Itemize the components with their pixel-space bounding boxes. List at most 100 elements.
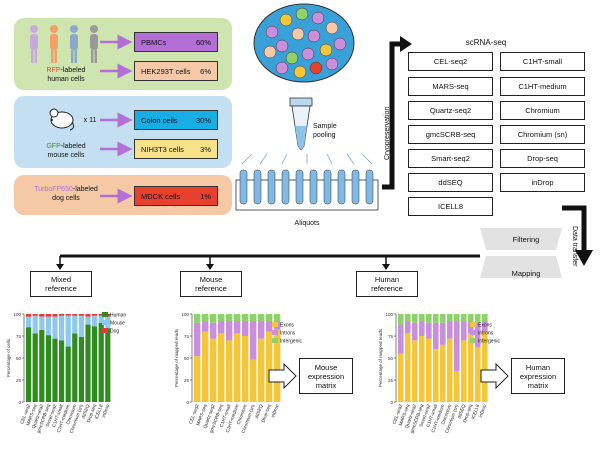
sample-arrows xyxy=(100,34,133,204)
bar-segment-exons xyxy=(210,338,217,402)
bar-segment-exons xyxy=(226,340,233,402)
legend-swatch xyxy=(102,328,108,333)
reference-branch xyxy=(56,254,480,270)
scrna-title: scRNA-seq xyxy=(465,38,507,47)
bar-segment-exons xyxy=(433,349,439,402)
legend-swatch xyxy=(470,338,476,343)
transfer-arrow xyxy=(562,205,593,266)
bar-segment-intergenic xyxy=(202,314,209,322)
bar-segment-mouse xyxy=(39,316,45,330)
legend-label: Dog xyxy=(110,329,119,335)
legend-label: Introns xyxy=(280,331,296,337)
bar-segment-exons xyxy=(447,338,453,402)
bar-segment-introns xyxy=(447,321,453,339)
colon-name: Colon cells xyxy=(141,115,178,125)
legend-label: Mouse xyxy=(110,321,125,327)
bar-segment-mouse xyxy=(52,316,58,339)
hek-pct: 6% xyxy=(200,66,211,76)
bar-segment-intergenic xyxy=(419,314,425,322)
y-tick-label: 75 xyxy=(184,334,190,339)
bar-segment-intergenic xyxy=(258,314,265,322)
bar-segment-introns xyxy=(482,321,488,332)
hek-name: HEK293T cells xyxy=(141,66,191,76)
bar-segment-intergenic xyxy=(266,314,273,322)
x-tick-label: CEL-seq2 xyxy=(188,403,200,424)
bar-segment-intergenic xyxy=(242,314,249,322)
bar-segment-exons xyxy=(482,331,488,402)
bar-segment-introns xyxy=(202,321,209,332)
bar-segment-human xyxy=(32,333,38,402)
bar-segment-dog xyxy=(98,314,104,316)
bar-segment-exons xyxy=(440,344,446,402)
bar-segment-mouse xyxy=(45,316,51,336)
bar-segment-exons xyxy=(412,340,418,402)
bar-segment-introns xyxy=(419,321,425,336)
y-axis-label: Percentage of mapped reads xyxy=(378,328,383,387)
bar-segment-human xyxy=(98,322,104,402)
mouse-count: x 11 xyxy=(83,117,97,124)
bar-segment-exons xyxy=(258,338,265,402)
legend-label: Exons xyxy=(478,323,492,329)
protocol-gmcscrb-seq: gmcSCRB-seq xyxy=(408,125,493,144)
bar-segment-intergenic xyxy=(426,314,432,323)
legend-swatch xyxy=(272,338,278,343)
x-tick-label: ICELL8 xyxy=(94,403,104,420)
bar-segment-exons xyxy=(218,333,225,402)
y-tick-label: 0 xyxy=(390,400,393,405)
hek-box: HEK293T cells 6% xyxy=(134,61,218,81)
bar-segment-dog xyxy=(78,314,84,316)
bar-segment-intergenic xyxy=(454,314,460,322)
step-filtering: Filtering xyxy=(512,235,540,244)
bar-segment-exons xyxy=(274,329,281,402)
x-tick-label: CEL-seq2 xyxy=(19,403,31,424)
bar-segment-mouse xyxy=(32,315,38,334)
legend-swatch xyxy=(272,330,278,335)
x-tick-label: Drop-seq xyxy=(86,403,97,423)
bar-segment-exons xyxy=(250,359,257,402)
bar-segment-introns xyxy=(226,321,233,341)
bar-segment-human xyxy=(78,336,84,402)
cryo-arrow xyxy=(382,36,412,190)
bar-segment-exons xyxy=(461,340,467,402)
bar-segment-human xyxy=(72,333,78,402)
bar-segment-human xyxy=(92,326,98,402)
protocol-mars-seq: MARS-seq xyxy=(408,77,493,96)
x-tick-label: ddSEQ xyxy=(81,403,91,419)
bar-segment-intergenic xyxy=(210,314,217,323)
bar-segment-intergenic xyxy=(405,314,411,322)
y-tick-label: 0 xyxy=(186,400,189,405)
y-tick-label: 100 xyxy=(181,312,189,317)
bar-segment-dog xyxy=(65,314,71,316)
legend-swatch xyxy=(102,312,108,317)
legend-label: Human xyxy=(110,313,126,319)
x-tick-label: ddSEQ xyxy=(254,403,264,419)
aliquots-label: Aliquots xyxy=(294,220,320,227)
legend-swatch xyxy=(470,322,476,327)
protocol-quartz-seq2: Quartz-seq2 xyxy=(408,101,493,120)
nih-pct: 3% xyxy=(200,144,211,154)
bar-segment-dog xyxy=(92,314,98,316)
bar-segment-introns xyxy=(398,324,404,354)
bar-segment-intergenic xyxy=(274,314,281,322)
legend-swatch xyxy=(102,320,108,325)
bar-segment-intergenic xyxy=(461,314,467,322)
colon-box: Colon cells 30% xyxy=(134,110,218,130)
human-label: RFP-labeled human cells xyxy=(46,67,86,83)
bar-segment-exons xyxy=(194,356,201,402)
bar-segment-human xyxy=(65,346,71,402)
bar-segment-introns xyxy=(234,321,241,334)
bar-segment-dog xyxy=(72,314,78,316)
y-tick-label: 50 xyxy=(16,356,22,361)
bar-segment-exons xyxy=(419,336,425,402)
cell-pool-dish xyxy=(253,3,355,83)
colon-pct: 30% xyxy=(195,115,211,125)
legend-label: Introns xyxy=(478,331,494,337)
protocol-icell8: ICELL8 xyxy=(408,197,493,216)
bar-segment-intergenic xyxy=(433,314,439,323)
legend-swatch xyxy=(470,330,476,335)
